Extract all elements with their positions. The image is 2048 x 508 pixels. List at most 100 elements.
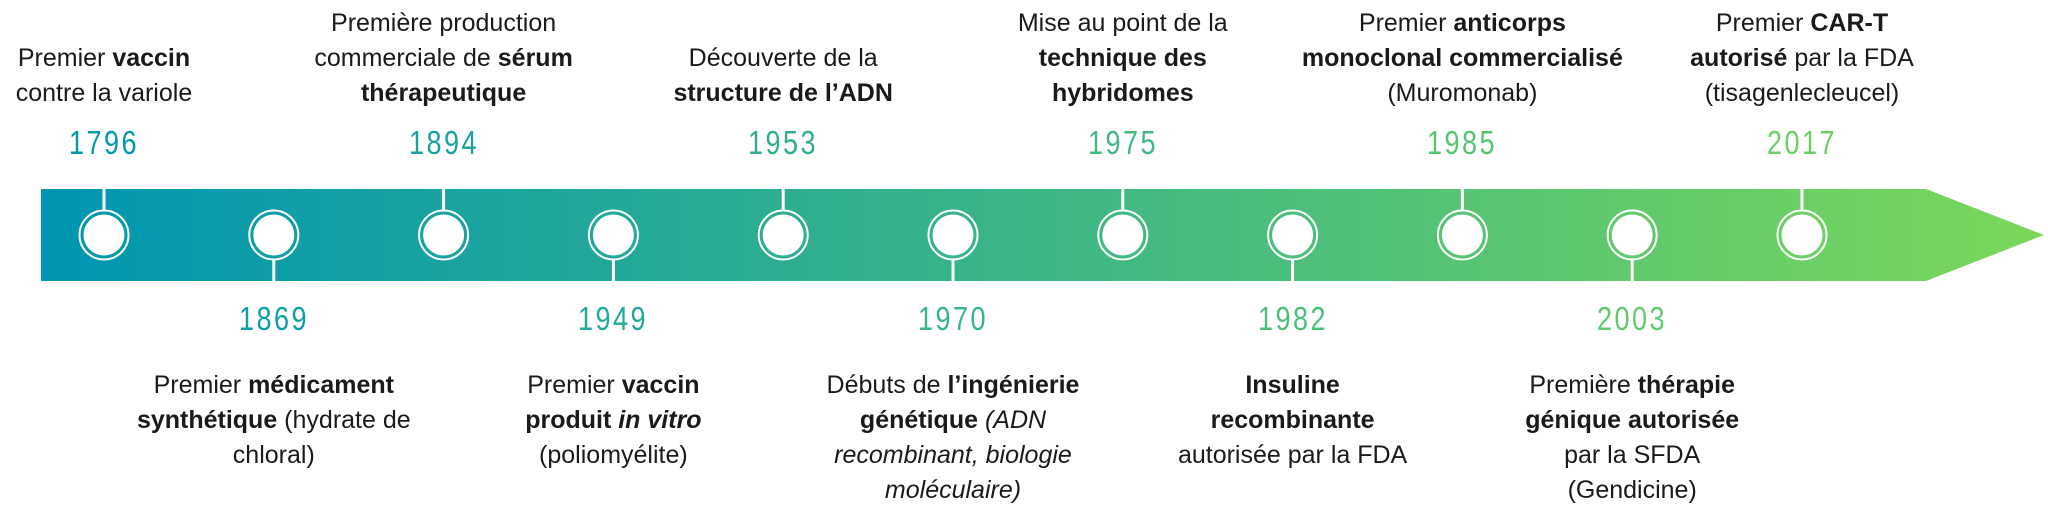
description-line: (Gendicine) [1462, 473, 1802, 508]
timeline-arrow [41, 189, 2044, 281]
description-run: médicament [248, 371, 394, 399]
description-run: Mise au point de la [1017, 9, 1228, 37]
description-line: produit in vitro [443, 403, 783, 438]
description-run: Premier [153, 371, 249, 399]
event-description: Première thérapie génique autorisée par la… [1462, 368, 1802, 508]
description-run: autorisé [1690, 44, 1788, 72]
description-run: thérapie [1637, 371, 1735, 399]
description-line: Premier vaccin [443, 368, 783, 403]
marker-dot [1781, 214, 1823, 256]
description-run: chloral) [232, 441, 315, 469]
description-line: Premier médicament [104, 368, 444, 403]
description-run: vaccin [112, 44, 191, 72]
description-run: anticorps [1453, 9, 1566, 37]
marker-ring [1776, 209, 1828, 261]
description-run: recombinante [1210, 406, 1375, 434]
description-run: synthétique [136, 406, 278, 434]
description-run: par la SFDA [1564, 441, 1701, 469]
description-run: Premier [527, 371, 622, 399]
description-run: (tisagenlecleucel) [1704, 79, 1900, 107]
description-line: recombinant, biologie [783, 438, 1123, 473]
marker-ring [587, 209, 639, 261]
event-description: Découverte de la structure de l’ADN [613, 41, 953, 111]
description-line: hybridomes [953, 76, 1293, 111]
description-line: autorisé par la FDA [1632, 41, 1972, 76]
marker-dot [1102, 214, 1144, 256]
description-run: recombinant, biologie [834, 441, 1072, 469]
marker-dot [253, 214, 295, 256]
description-line: Première production [274, 6, 614, 41]
description-run: CAR-T [1810, 9, 1889, 37]
description-run: Premier [1358, 9, 1454, 37]
description-line: (poliomyélite) [443, 438, 783, 473]
event-year: 1949 [578, 300, 649, 337]
description-line: moléculaire) [783, 473, 1123, 508]
description-run: Découverte de la [688, 44, 878, 72]
description-run: vaccin [621, 371, 700, 399]
marker-ring [1436, 209, 1488, 261]
description-run: (Muromonab) [1387, 79, 1538, 107]
marker-dot [762, 214, 804, 256]
description-run: (hydrate de [277, 406, 411, 434]
description-line: commerciale de sérum [274, 41, 614, 76]
description-line: structure de l’ADN [613, 76, 953, 111]
description-run: produit [525, 406, 619, 434]
timeline-arrow-body [41, 189, 2044, 281]
description-run: commerciale de [314, 44, 498, 72]
event-year: 2017 [1766, 124, 1838, 161]
description-run: contre la variole [15, 79, 193, 107]
description-line: recombinante [1123, 403, 1463, 438]
description-run: (poliomyélite) [539, 441, 688, 469]
marker-dot [592, 214, 634, 256]
description-run: (ADN [984, 406, 1047, 434]
marker-dot [423, 214, 465, 256]
event-year: 1894 [408, 124, 479, 161]
description-run [978, 406, 985, 434]
description-run: Premier [1715, 9, 1811, 37]
marker-dot [83, 214, 125, 256]
marker-dot [1611, 214, 1653, 256]
marker-ring [248, 209, 300, 261]
description-line: Découverte de la [613, 41, 953, 76]
description-line: Mise au point de la [953, 6, 1293, 41]
marker-ring [78, 209, 130, 261]
description-run: Débuts de [826, 371, 948, 399]
description-line: Débuts de l’ingénierie [783, 368, 1123, 403]
marker-dot [1441, 214, 1483, 256]
description-run: Insuline [1245, 371, 1340, 399]
description-run: moléculaire) [884, 476, 1022, 504]
marker-dot [932, 214, 974, 256]
description-run: in vitro [618, 406, 702, 434]
marker-ring [1267, 209, 1319, 261]
description-run: par la FDA [1787, 44, 1914, 72]
description-run: thérapeutique [360, 79, 527, 107]
description-line: (tisagenlecleucel) [1632, 76, 1972, 111]
event-year: 1982 [1257, 300, 1328, 337]
description-run: Première production [331, 9, 557, 37]
description-run: l’ingénierie [947, 371, 1080, 399]
marker-ring [927, 209, 979, 261]
event-description: Premier vaccin contre la variole [0, 41, 274, 111]
event-year: 1975 [1087, 124, 1158, 161]
description-line: Premier CAR-T [1632, 6, 1972, 41]
description-line: synthétique (hydrate de [104, 403, 444, 438]
marker-ring [1097, 209, 1149, 261]
description-run: structure de l’ADN [673, 79, 893, 107]
event-year: 1869 [238, 300, 309, 337]
description-line: (Muromonab) [1292, 76, 1632, 111]
description-line: Premier vaccin [0, 41, 274, 76]
description-run: génique autorisée [1525, 406, 1740, 434]
description-line: génétique (ADN [783, 403, 1123, 438]
description-line: contre la variole [0, 76, 274, 111]
description-run: Première [1529, 371, 1638, 399]
event-year: 1796 [68, 124, 140, 161]
event-year: 2003 [1597, 300, 1668, 337]
description-run: (Gendicine) [1567, 476, 1697, 504]
description-line: technique des [953, 41, 1293, 76]
description-line: thérapeutique [274, 76, 614, 111]
